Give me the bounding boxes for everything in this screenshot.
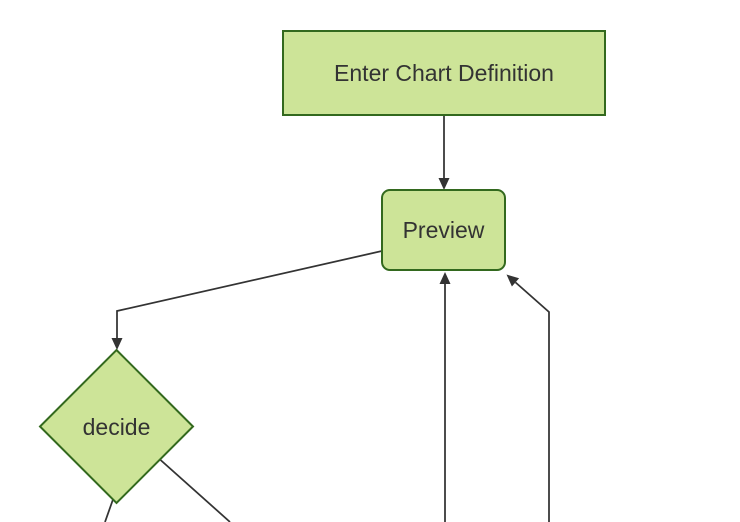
arrowhead-up-icon [439,272,451,284]
edge-offscreen-to-preview-bottom [439,272,451,522]
diamond-shape [38,348,195,505]
edge-decide-to-offscreen-left [104,497,115,522]
arrowhead-down-icon [438,178,450,190]
node-label: Preview [403,217,485,243]
node-decide: decide [38,348,195,505]
node-enter-chart-definition: Enter Chart Definition [282,30,606,116]
arrowhead-upleft-icon [506,274,520,287]
edge-decide-to-offscreen-right [159,458,231,522]
edge-line [116,250,383,341]
edge-preview-to-decide [111,250,383,350]
node-label: decide [83,414,151,440]
node-preview: Preview [381,189,506,271]
rectangle-shape [282,30,606,116]
node-label: Enter Chart Definition [334,60,554,86]
edge-line [104,497,115,522]
arrowhead-down-icon [111,338,123,350]
edge-line [159,458,231,522]
edge-definition-to-preview [438,115,450,190]
edge-offscreen-to-preview-corner [506,274,550,522]
rounded-rectangle-shape [381,189,506,271]
edge-line [514,281,550,522]
